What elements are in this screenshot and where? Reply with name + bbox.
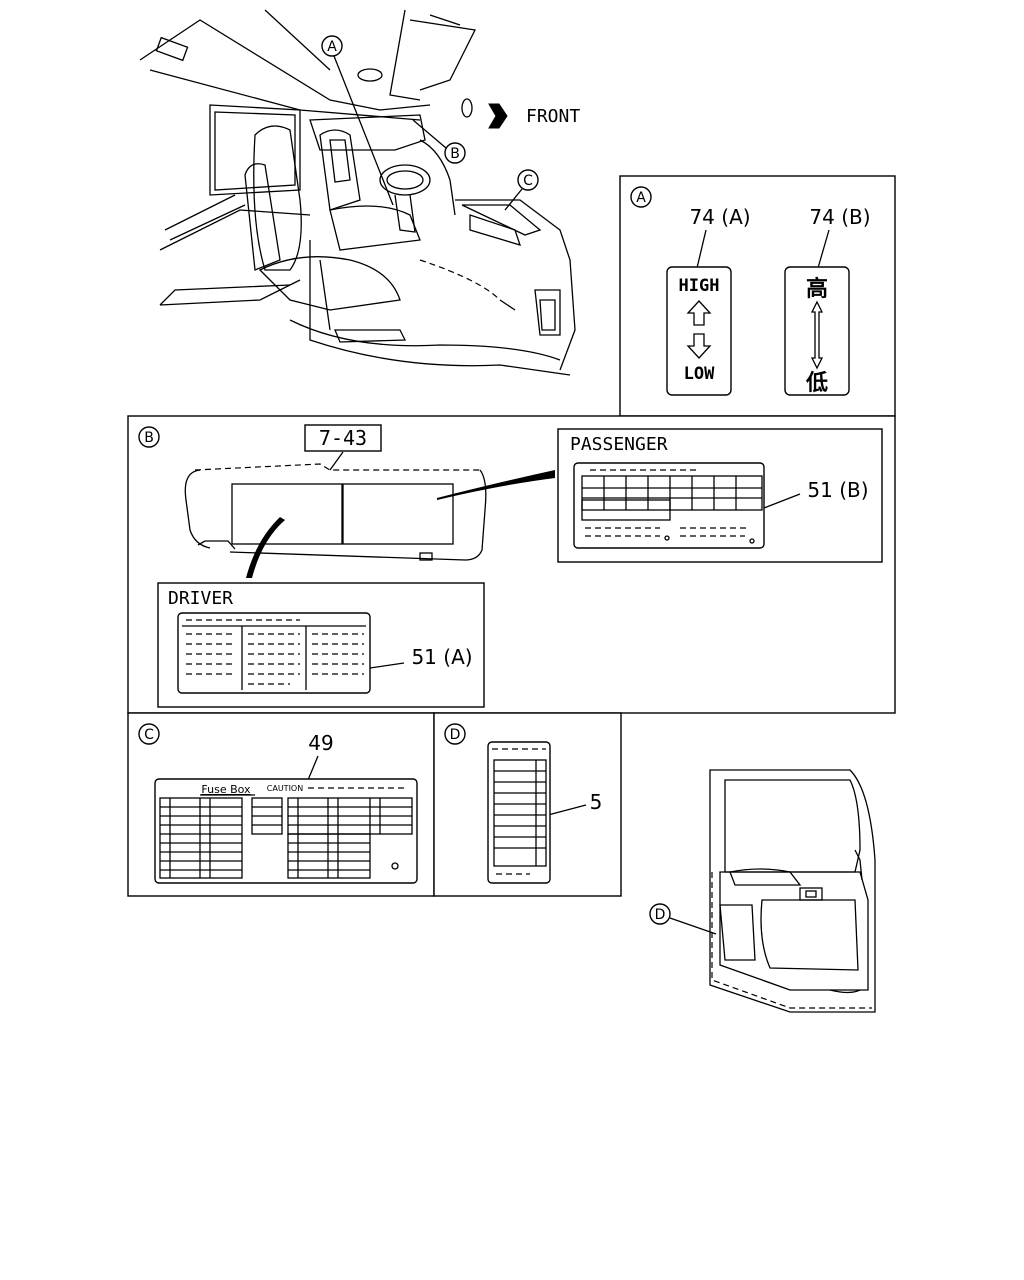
svg-text:B: B — [450, 146, 460, 162]
label-74b: 高 低 — [784, 266, 850, 396]
door-callout-d-marker: D — [649, 903, 717, 935]
svg-text:D: D — [450, 727, 461, 743]
svg-text:CAUTION: CAUTION — [267, 784, 303, 793]
svg-text:B: B — [144, 430, 154, 446]
svg-text:HIGH: HIGH — [679, 276, 720, 296]
front-direction-indicator: FRONT — [488, 103, 580, 129]
tire-pressure-label — [487, 741, 551, 884]
svg-text:Fuse Box: Fuse Box — [201, 783, 251, 796]
svg-text:低: 低 — [805, 371, 828, 396]
arrow-down-icon — [686, 333, 712, 359]
passenger-label-inset: PASSENGER 51 (B) — [557, 428, 883, 563]
svg-text:7-43: 7-43 — [319, 426, 367, 450]
svg-text:5: 5 — [590, 790, 603, 814]
door-illustration — [709, 769, 876, 1013]
svg-text:A: A — [327, 39, 337, 55]
front-arrow-icon — [488, 103, 508, 129]
cab-interior-illustration — [139, 9, 576, 376]
label-74a: HIGH LOW — [666, 266, 732, 396]
svg-text:49: 49 — [308, 731, 333, 755]
svg-text:LOW: LOW — [684, 364, 715, 384]
svg-text:PASSENGER: PASSENGER — [570, 434, 668, 455]
svg-text:51 (A): 51 (A) — [411, 645, 472, 669]
panel-b: B 7-43 PASSENGER — [127, 415, 896, 714]
svg-text:A: A — [636, 190, 646, 206]
svg-text:FRONT: FRONT — [526, 106, 580, 127]
svg-text:C: C — [523, 173, 533, 189]
panel-d: D 5 — [433, 712, 622, 897]
svg-text:DRIVER: DRIVER — [168, 588, 233, 609]
svg-text:D: D — [655, 907, 666, 923]
sun-visor-drawing — [184, 463, 555, 578]
callout-c-marker: C — [504, 169, 539, 211]
driver-label-inset: DRIVER 51 (A) — [157, 582, 485, 708]
double-arrow-icon — [810, 300, 824, 370]
svg-text:C: C — [144, 727, 154, 743]
panel-a: A 74 (A) 74 (B) HIGH LOW 高 低 — [619, 175, 896, 417]
callout-b-marker: B — [412, 119, 466, 164]
svg-text:74 (B): 74 (B) — [809, 205, 870, 229]
panel-c: C 49 Fuse Box CAUTION — [127, 712, 435, 897]
svg-text:74 (A): 74 (A) — [689, 205, 750, 229]
svg-text:高: 高 — [806, 276, 828, 302]
callout-a-marker: A — [321, 35, 394, 206]
svg-text:51 (B): 51 (B) — [807, 478, 868, 502]
arrow-up-icon — [686, 300, 712, 326]
fuse-box-label: Fuse Box CAUTION — [154, 778, 418, 884]
